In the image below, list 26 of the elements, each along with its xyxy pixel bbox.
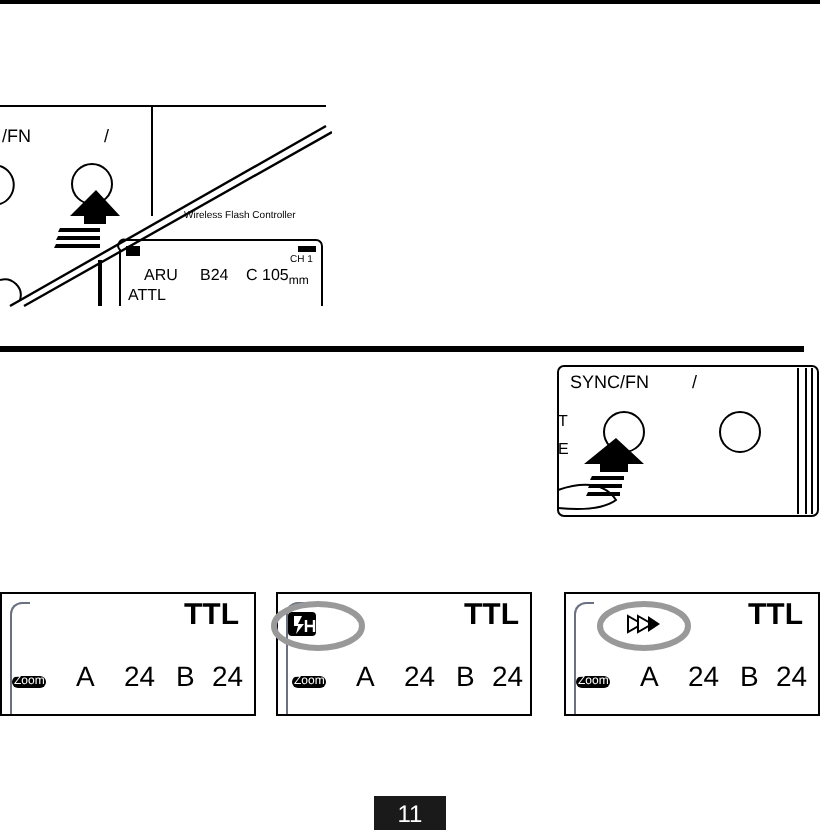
lcd-text: ARU [144,268,178,284]
lcd-text: B [176,662,195,690]
lcd-text: ATTL [128,288,166,304]
button-label: / [104,128,110,146]
mode-text: TTL [748,600,803,630]
lcd-text: B24 [200,268,229,284]
button-label: T [558,414,568,430]
button-label: / [692,374,698,392]
lcd-text: B [740,662,759,690]
lcd-text: 24 [492,662,524,690]
lcd-text: 24 [688,662,720,690]
page-number: 11 [374,796,446,830]
button-label: E [558,442,569,458]
lcd-text: A [356,662,375,690]
mode-text: TTL [184,600,239,630]
lcd-text: B [456,662,475,690]
lcd-text: A [640,662,659,690]
lcd-text: 24 [124,662,156,690]
button-label: /FN [2,128,31,146]
lcd-text: 24 [212,662,244,690]
button-label: SYNC/FN [570,374,650,392]
lcd-text: 24 [776,662,808,690]
lcd-text: 24 [404,662,436,690]
lcd-text: C 105$_{mm}$ [246,268,309,284]
lcd-text: A [76,662,95,690]
mode-text: TTL [464,600,519,630]
